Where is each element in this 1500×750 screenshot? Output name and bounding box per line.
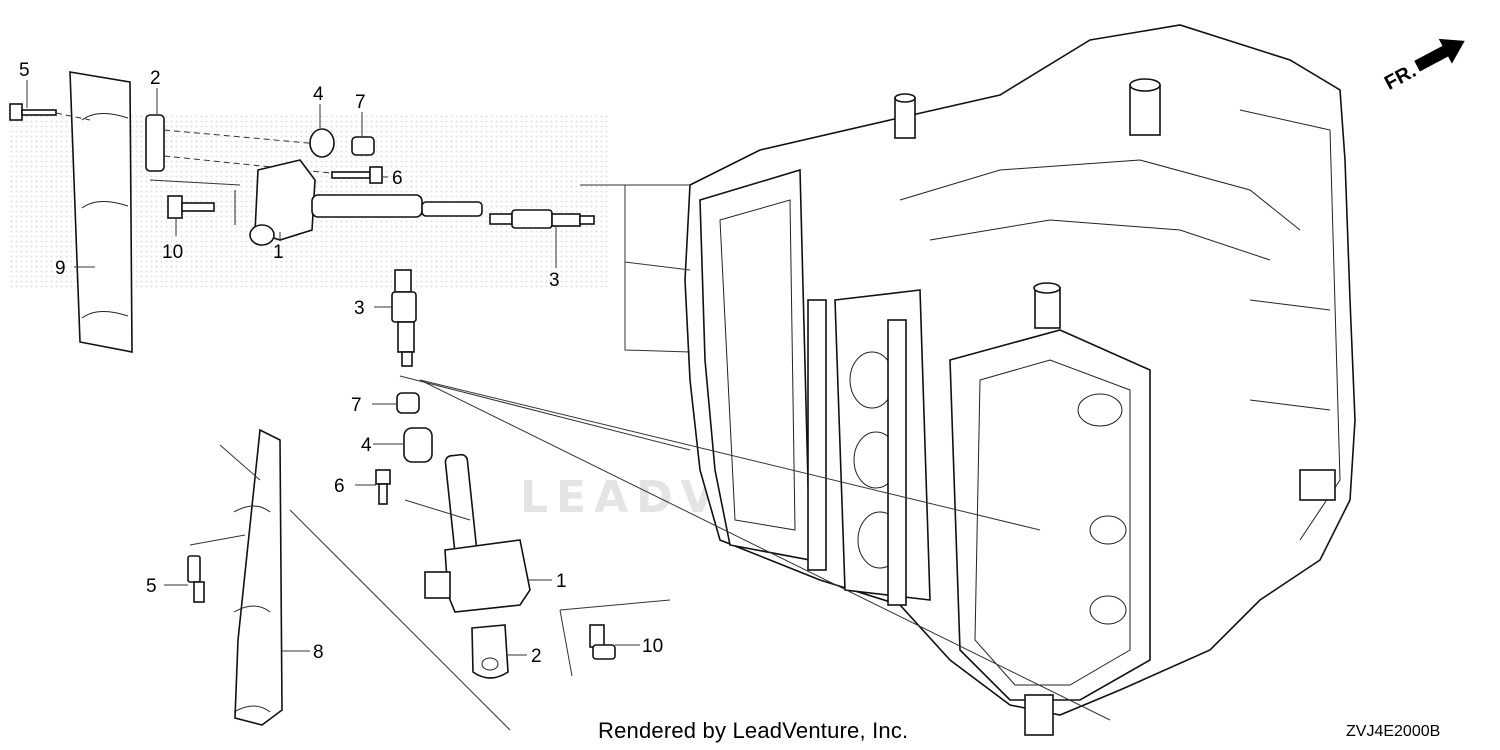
clip-2-upper [145,114,351,176]
callout-1-lower: 1 [556,571,567,592]
callout-3-horizontal: 3 [549,270,560,291]
bolt-5-upper [9,103,91,121]
callout-5-upper: 5 [19,60,30,81]
spark-plug-3-vertical [391,269,417,367]
callout-8: 8 [313,642,324,663]
cap-7-lower [396,392,420,414]
callout-7-lower: 7 [351,395,362,416]
bolt-5-lower [187,555,205,603]
bracket-9 [69,71,133,353]
bracket-8 [233,428,283,726]
callout-3-vertical: 3 [354,298,365,319]
bolt-6-lower [375,469,391,505]
callout-2-upper: 2 [150,68,161,89]
callout-9: 9 [55,258,66,279]
callout-5-lower: 5 [146,576,157,597]
engine-block [684,24,1356,736]
callout-2-lower: 2 [531,646,542,667]
callout-labels: 5 2 4 7 6 10 9 1 3 3 7 4 6 1 5 8 2 10 [19,60,663,667]
callout-7-upper: 7 [355,92,366,113]
bolt-10-upper [167,195,215,219]
ignition-coil-1-upper [234,159,483,246]
front-direction-indicator: FR. [1381,38,1465,95]
callout-4-upper: 4 [313,84,324,105]
render-credit: Rendered by LeadVenture, Inc. [598,718,909,743]
diagram-code: ZVJ4E2000B [1346,723,1441,740]
grommet-4-lower [403,427,433,463]
callout-6-lower: 6 [334,476,345,497]
callout-1-upper: 1 [273,242,284,263]
callout-10-upper: 10 [162,242,183,263]
fr-label: FR. [1381,60,1420,95]
cap-7-upper [351,136,375,156]
spark-plug-3-horizontal [489,209,595,229]
clip-2-lower [471,624,509,679]
grommet-4-upper [309,128,335,158]
callout-4-lower: 4 [361,435,372,456]
bolt-6-upper [331,166,383,184]
callout-6-upper: 6 [392,168,403,189]
leader-lines [26,80,1111,731]
bolt-10-lower [589,624,616,660]
ignition-coil-1-lower [424,453,531,613]
callout-10-lower: 10 [642,636,663,657]
fr-arrow-icon [1414,38,1465,72]
